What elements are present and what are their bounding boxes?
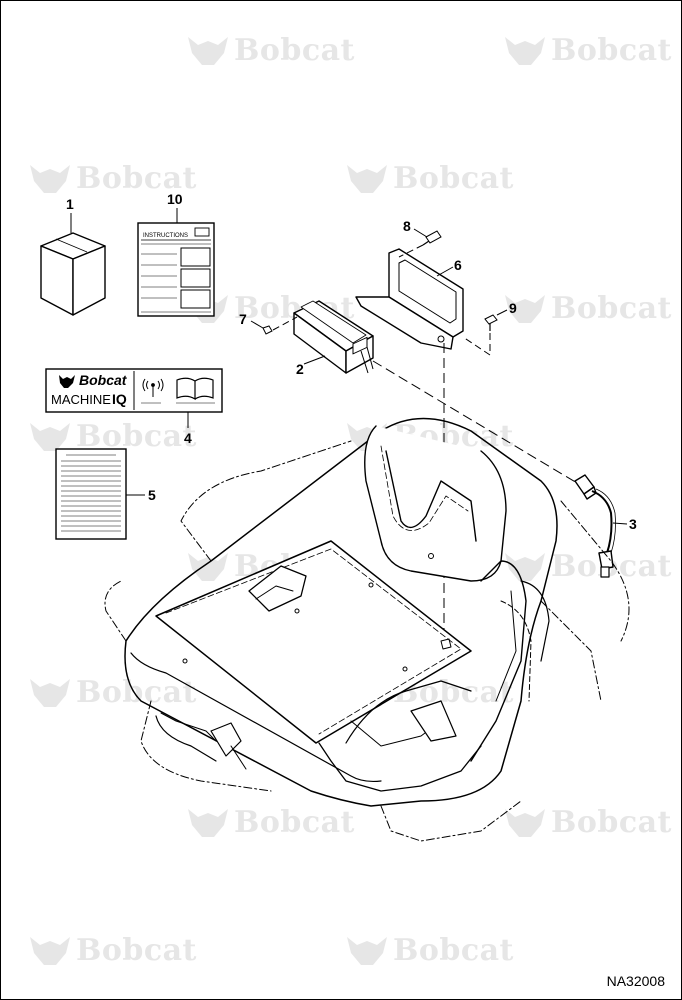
leader-8 (413, 228, 428, 238)
part-2-module (293, 300, 374, 374)
assembly-path-8 (398, 244, 424, 258)
part-3-harness (574, 474, 616, 578)
callout-9: 9 (509, 300, 517, 316)
bobcat-logo-icon (188, 37, 228, 65)
watermark-text: Bobcat (551, 291, 672, 326)
leader-6 (436, 266, 454, 277)
decal-machine-text: MACHINE (51, 392, 111, 407)
watermark-text: Bobcat (551, 33, 672, 68)
decal-brand: Bobcat (79, 372, 128, 388)
watermark-text: Bobcat (393, 933, 514, 968)
watermark-text: Bobcat (234, 805, 355, 840)
part-6-bracket (355, 248, 464, 350)
bobcat-logo-icon (505, 809, 545, 837)
watermark-text: Bobcat (234, 33, 355, 68)
assembly-path-9b (462, 336, 491, 356)
machine-seat-pan (104, 417, 630, 842)
watermark-text: Bobcat (76, 933, 197, 968)
bobcat-logo-icon (505, 37, 545, 65)
bobcat-logo-icon (30, 937, 70, 965)
bobcat-logo-icon (188, 809, 228, 837)
watermark-text: Bobcat (76, 161, 197, 196)
leader-9 (496, 309, 508, 316)
bobcat-logo-icon (347, 165, 387, 193)
wireless-signal-icon (142, 378, 164, 397)
leader-2 (303, 355, 326, 365)
callout-8: 8 (403, 218, 411, 234)
bobcat-logo-icon (30, 679, 70, 707)
bobcat-logo-icon (59, 375, 75, 388)
assembly-path-harness (372, 360, 578, 484)
part-1-box (40, 232, 106, 316)
callout-5: 5 (148, 487, 156, 503)
part-8-fastener (422, 230, 442, 246)
leader-3 (612, 522, 628, 525)
watermark-text: Bobcat (551, 805, 672, 840)
callout-10: 10 (167, 191, 183, 207)
bobcat-logo-icon (347, 937, 387, 965)
bobcat-logo-icon (30, 165, 70, 193)
watermark-text: Bobcat (76, 675, 197, 710)
part-5-sheet (55, 448, 127, 540)
watermark-text: Bobcat (76, 419, 197, 454)
callout-4: 4 (184, 430, 192, 446)
part-10-instructions (137, 222, 215, 317)
bobcat-logo-icon (505, 553, 545, 581)
part-4-decal (45, 368, 223, 413)
manual-book-icon (176, 377, 214, 401)
callout-1: 1 (66, 196, 74, 212)
bobcat-logo-icon (188, 553, 228, 581)
callout-2: 2 (296, 361, 304, 377)
assembly-path-7 (272, 316, 298, 331)
part-7-fastener (262, 325, 273, 335)
callout-6: 6 (454, 257, 462, 273)
instructions-label: INSTRUCTIONS (143, 233, 188, 239)
callout-7: 7 (239, 311, 247, 327)
callout-3: 3 (629, 516, 637, 532)
bobcat-logo-icon (30, 423, 70, 451)
leader-7 (250, 320, 264, 329)
bobcat-logo-icon (505, 295, 545, 323)
diagram-code: NA32008 (606, 973, 665, 989)
watermark-text: Bobcat (393, 161, 514, 196)
part-9-fastener (484, 314, 498, 331)
decal-iq-text: IQ (112, 391, 127, 407)
